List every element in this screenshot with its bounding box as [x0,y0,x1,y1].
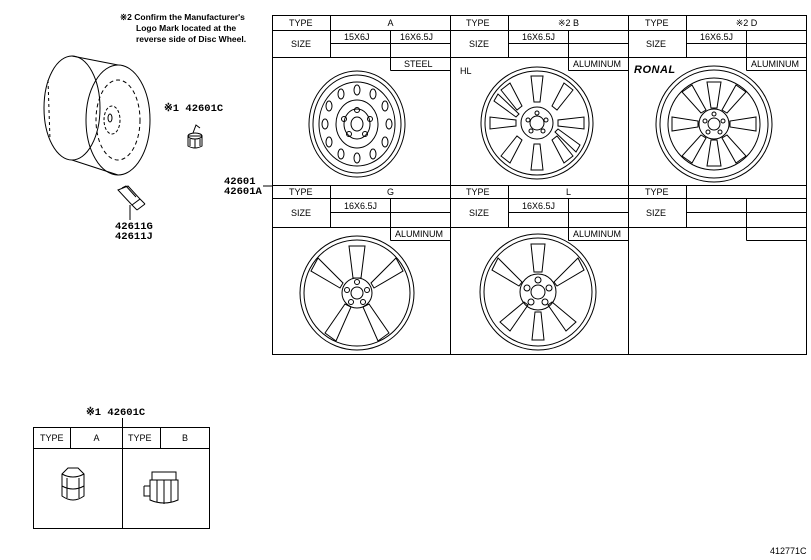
wheel-g-material: ALUMINUM [395,229,444,239]
wheel-l-type-header: TYPE [466,187,490,197]
nut-b-drawing [143,471,179,504]
wheel-l-drawing [479,233,597,351]
wheel-d-type: ※2 D [735,18,758,28]
wheel-a-drawing [308,70,406,178]
wheel-empty-size-header: SIZE [646,208,667,218]
wheel-d-size-1: 16X6.5J [700,32,734,42]
wheel-table-grid [272,15,807,355]
wheel-b-material: ALUMINUM [573,59,622,69]
wheel-g-type: G [386,187,394,197]
note-mark: ※2 [120,12,132,22]
tire-drawing [43,55,151,176]
wheel-l-size-header: SIZE [469,208,490,218]
wheel-part-number-2[interactable]: 42601A [224,186,262,198]
wheel-a-type-header: TYPE [289,18,313,28]
wheel-l-type: L [565,187,571,197]
wheel-l-size-1: 16X6.5J [522,201,556,211]
wheel-b-drawing [480,66,594,180]
wheel-a-size-2: 16X6.5J [400,32,434,42]
nut-table-title[interactable]: ※1 42601C [86,407,146,419]
wheel-d-brand-logo: RONAL [634,64,676,76]
nut-a-type: A [93,433,100,443]
wheel-b-type-header: TYPE [466,18,490,28]
wheel-d-material: ALUMINUM [751,59,800,69]
wheel-d-size-header: SIZE [646,39,667,49]
wheel-l-material: ALUMINUM [573,229,622,239]
lug-nut-small-drawing [187,124,203,149]
nut-b-type-header: TYPE [128,433,152,443]
note-line-1: Confirm the Manufacturer's [134,12,245,22]
nut-a-type-header: TYPE [40,433,64,443]
wheel-a-size-1: 15X6J [344,32,370,42]
wheel-g-type-header: TYPE [289,187,313,197]
wheel-b-badge: HL [460,66,472,76]
wheel-g-size-1: 16X6.5J [344,201,378,211]
nut-table-grid [33,427,210,529]
wheel-d-drawing [655,65,773,183]
note-line-2: Logo Mark located at the [136,23,237,33]
note-line-3: reverse side of Disc Wheel. [136,34,247,44]
wheel-a-size-header: SIZE [291,39,312,49]
diagram-code: 412771C [770,546,807,556]
wheel-b-type: ※2 B [557,18,580,28]
nut-a-drawing [61,467,85,501]
wheel-a-type: A [387,18,394,28]
wheel-d-type-header: TYPE [645,18,669,28]
wheel-g-drawing [299,235,415,351]
wheel-g-size-header: SIZE [291,208,312,218]
valve-stem-drawing [117,185,146,220]
wheel-a-material: STEEL [404,59,433,69]
wheel-part-number-1[interactable]: 42601 [224,176,256,188]
wheel-b-size-header: SIZE [469,39,490,49]
wheel-b-size-1: 16X6.5J [522,32,556,42]
valve-part-number-2[interactable]: 42611J [115,231,153,243]
nut-callout-label[interactable]: ※1 42601C [164,103,224,115]
valve-part-number-1[interactable]: 42611G [115,221,153,233]
manufacturer-logo-note: ※2 Confirm the Manufacturer's Logo Mark … [120,12,270,45]
nut-b-type: B [181,433,188,443]
wheel-empty-type-header: TYPE [645,187,669,197]
